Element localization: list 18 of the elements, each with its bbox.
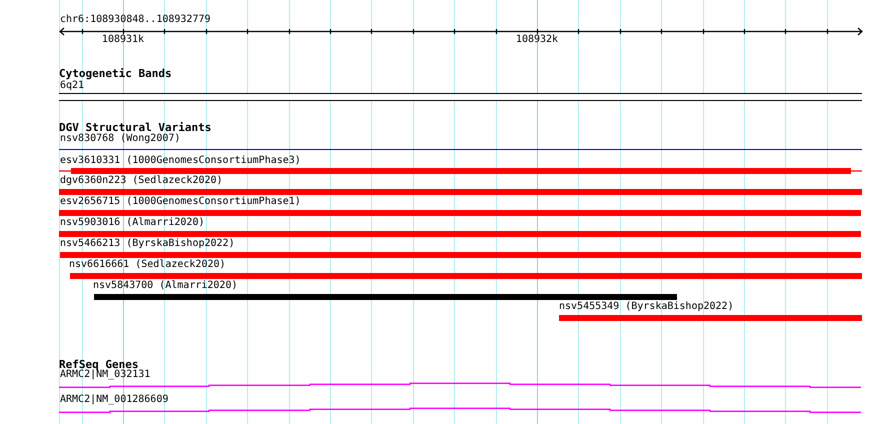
variant-label: nsv5843700 (Almarri2020)	[93, 280, 238, 292]
gene-label: ARMC2|NM_032131	[60, 369, 150, 381]
variant-label: dgv6360n223 (Sedlazeck2020)	[60, 175, 223, 187]
variant-label: esv3610331 (1000GenomesConsortiumPhase3)	[60, 155, 301, 167]
variant-label: nsv830768 (Wong2007)	[60, 133, 180, 145]
track-heading: Cytogenetic Bands	[59, 67, 172, 80]
track-heading: DGV Structural Variants	[59, 121, 212, 134]
variant-label: nsv5466213 (ByrskaBishop2022)	[60, 238, 235, 250]
genomic-range-label: chr6:108930848..108932779	[60, 14, 211, 26]
variant-label: nsv5455349 (ByrskaBishop2022)	[559, 301, 734, 313]
variant-label: nsv5903016 (Almarri2020)	[60, 217, 204, 229]
band-label: 6q21	[60, 80, 84, 92]
variant-label: nsv6616661 (Sedlazeck2020)	[69, 259, 226, 271]
track-heading: RefSeq Genes	[59, 358, 138, 371]
tick-label: 108932k	[516, 34, 558, 46]
tick-label: 108931k	[102, 34, 144, 46]
gene-label: ARMC2|NM_001286609	[60, 394, 168, 406]
variant-label: esv2656715 (1000GenomesConsortiumPhase1)	[60, 196, 301, 208]
